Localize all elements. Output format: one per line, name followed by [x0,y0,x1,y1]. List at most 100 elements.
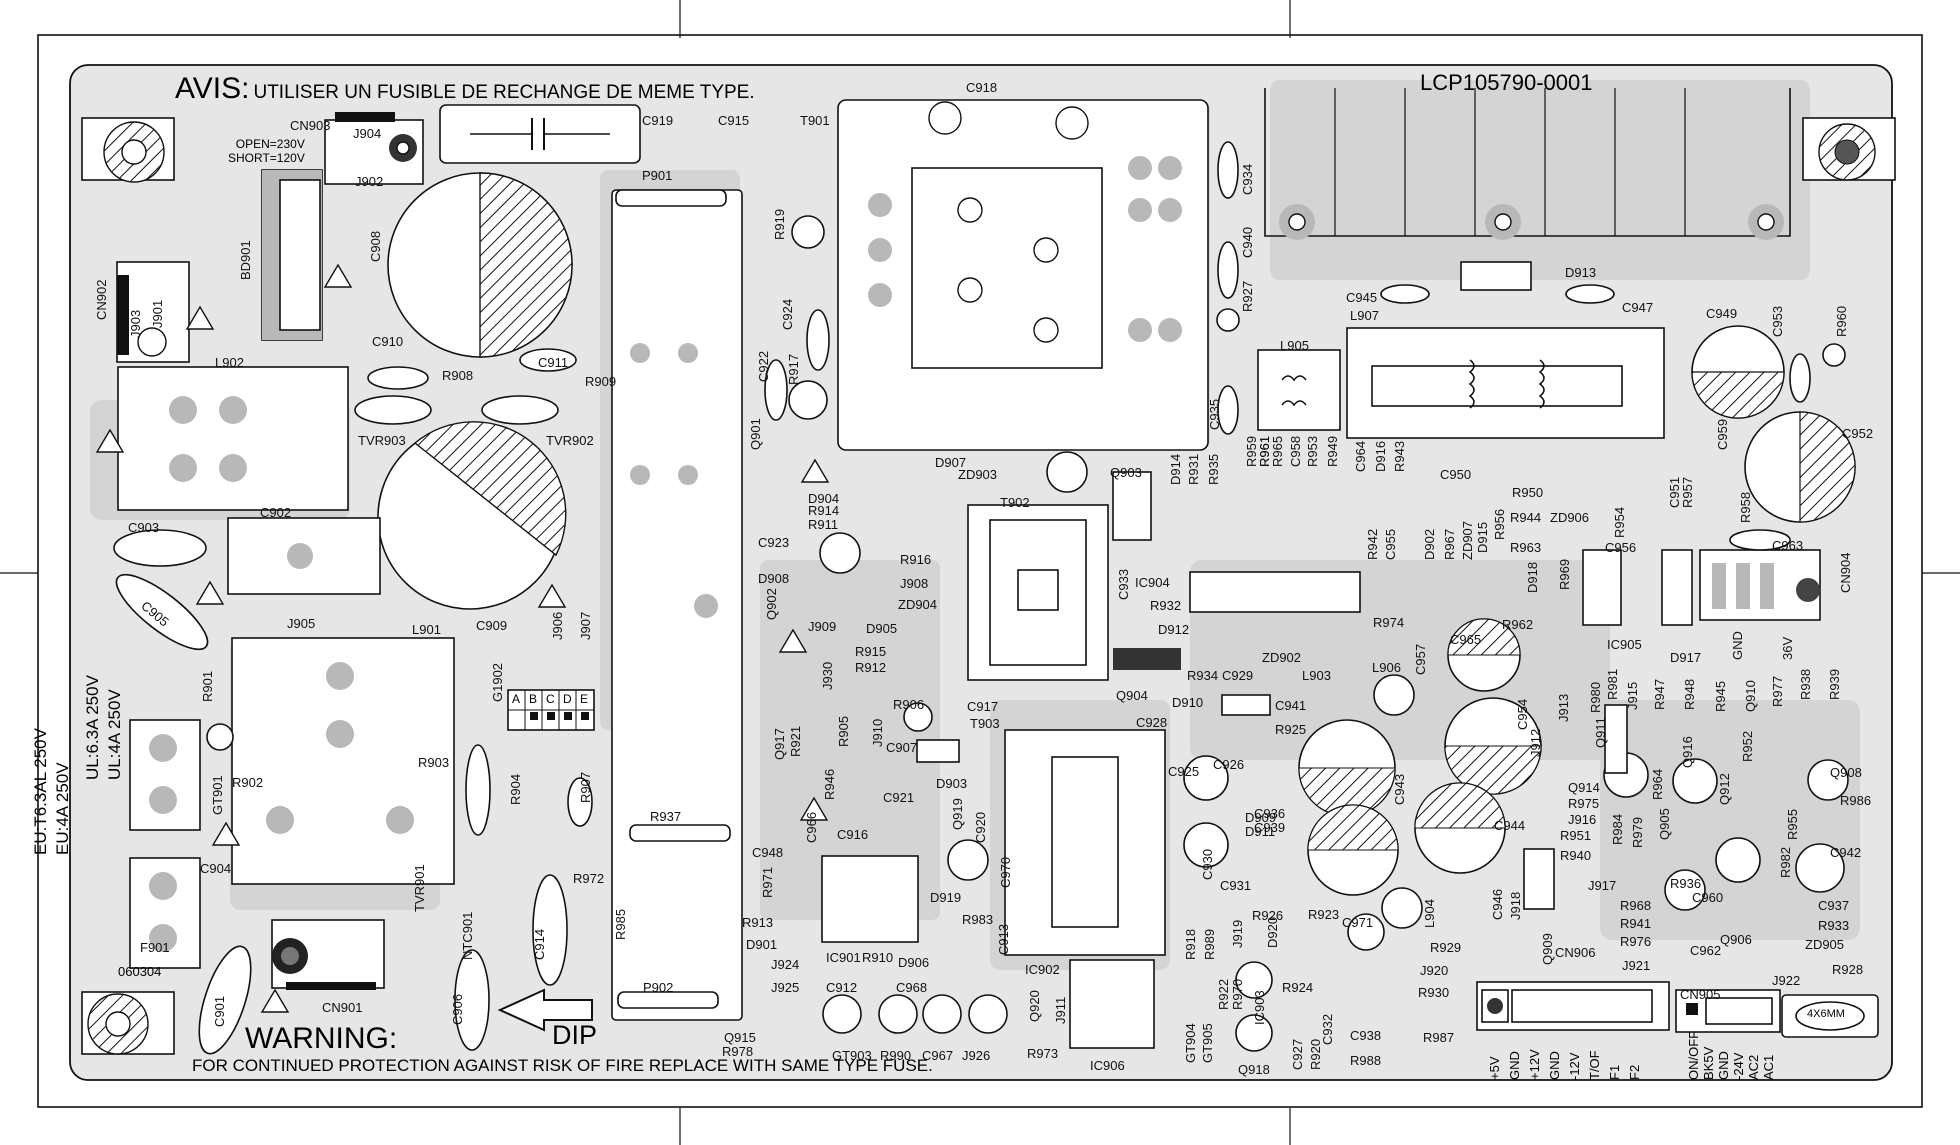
ref-label-l901: L901 [412,622,441,637]
ref-label-j907: J907 [578,611,593,640]
ref-label-r902: R902 [232,775,264,790]
heatsink-fins [1264,88,1791,240]
ref-label-zd902: ZD902 [1262,650,1302,665]
cn906-pins-pin: +5V [1487,1056,1502,1081]
ref-label-r955: R955 [1785,808,1800,840]
ref-label-j920: J920 [1420,963,1449,978]
q903-transistor [1112,471,1152,541]
cn906-pins-pin: GND [1507,1051,1522,1080]
ref-label-r911: R911 [808,517,839,532]
ref-label-t902: T902 [1000,495,1030,510]
c909-electrolytic-capacitor [377,421,567,610]
ref-label-q917: Q917 [772,728,787,760]
ref-label-d907: D907 [935,455,967,470]
bd901-bridge-rectifier [261,169,323,341]
ref-label-r960: R960 [1834,305,1849,337]
ic901-chip [821,855,919,943]
ref-label-c915: C915 [718,113,750,128]
dip-switch-block [507,689,595,731]
caution-icons [95,263,830,1013]
ref-label-c909: C909 [476,618,508,633]
ref-label-r916: R916 [900,552,932,567]
ref-label-r931: R931 [1186,453,1201,485]
ref-label-ntc901: NTC901 [460,911,475,960]
ref-label-c943: C943 [1392,773,1407,805]
ref-label-j912: J912 [1528,728,1543,757]
ref-label-q919: Q919 [950,798,965,830]
ref-label-r932: R932 [1150,598,1182,613]
ref-label-tvr901: TVR901 [412,864,427,912]
ref-label-j915: J915 [1625,681,1640,710]
ref-label-d911: D911 [1245,824,1276,839]
ref-label-ic906: IC906 [1090,1058,1125,1073]
ref-label-r915: R915 [855,644,887,659]
ref-label-c914: C914 [532,928,547,960]
ref-label-c940: C940 [1240,226,1255,258]
ref-label-c950: C950 [1440,467,1472,482]
ref-label-c942: C942 [1830,845,1862,860]
ref-label-j917: J917 [1588,878,1617,893]
ref-label-j902: J902 [355,174,384,189]
ref-label-j919: J919 [1230,919,1245,948]
cn905-pins-pin: AC2 [1746,1054,1761,1080]
cn906-pins-pin: GND [1547,1051,1562,1080]
ref-label-c947: C947 [1622,300,1654,315]
ref-label-c933: C933 [1116,568,1131,600]
ref-label-d908: D908 [758,571,790,586]
dip-letter: B [529,692,538,706]
ref-label-r910: R910 [862,950,894,965]
ref-label-c930: C930 [1200,848,1215,880]
ref-label-d919: D919 [930,890,962,905]
ref-label-c903: C903 [128,520,160,535]
ref-label-r906: R906 [893,697,925,712]
ref-label-d904: D904 [808,491,840,506]
ref-label-c938: C938 [1350,1028,1382,1043]
dip-letter: C [546,692,555,706]
ref-label-r981: R981 [1605,668,1620,700]
ref-label-gt901: GT901 [210,775,225,815]
ref-label-c921: C921 [883,790,915,805]
ref-label-r934: R934 [1187,668,1219,683]
p901-heatsink-tabs [611,189,743,1021]
t902-transformer [967,504,1109,681]
ref-label-q914: Q914 [1568,780,1600,795]
c944-capacitor [1414,782,1506,874]
ref-label-q909: Q909 [1540,933,1555,965]
ref-label-r978: R978 [722,1044,754,1059]
ref-label-gt905: GT905 [1200,1023,1215,1063]
ref-label-r941: R941 [1620,916,1652,931]
ref-label-q903: Q903 [1110,465,1142,480]
c943-capacitor [1298,719,1396,817]
ref-label-cn906: CN906 [1555,945,1596,960]
screw-label: 4X6MM [1807,1008,1845,1020]
ref-label-c967: C967 [922,1048,954,1063]
t903-transformer [1004,729,1166,956]
ref-label-r975: R975 [1568,796,1600,811]
ref-label-d909: D909 [1245,810,1277,825]
c965-capacitor [1447,618,1521,692]
ref-label-cn901: CN901 [322,1000,363,1015]
ref-label-c908: C908 [368,230,383,262]
ref-label-c959: C959 [1715,418,1730,450]
ref-label-r989: R989 [1202,928,1217,960]
ref-label-r940: R940 [1560,848,1592,863]
l907-inductor [1346,327,1665,439]
ref-label-cn903: CN903 [290,118,331,133]
avis-label: AVIS: [175,72,250,105]
ref-label-q911: Q911 [1593,717,1608,748]
ref-label-q918: Q918 [1238,1062,1270,1077]
ref-label-l907: L907 [1350,308,1379,323]
ref-label-c929: C929 [1222,668,1254,683]
c939-capacitor [1307,804,1399,896]
ref-label-r958: R958 [1738,491,1753,523]
ref-label-r979: R979 [1630,816,1645,848]
l902-choke [117,366,349,511]
ref-label-ic903: IC903 [1252,990,1267,1025]
ref-label-r969: R969 [1557,558,1572,590]
ref-label-r945: R945 [1713,680,1728,712]
ref-label-r974: R974 [1373,615,1405,630]
ref-label-r942: R942 [1365,528,1380,560]
ref-label-r968: R968 [1620,898,1652,913]
cn906-pins-pin: T/OF [1587,1050,1602,1080]
